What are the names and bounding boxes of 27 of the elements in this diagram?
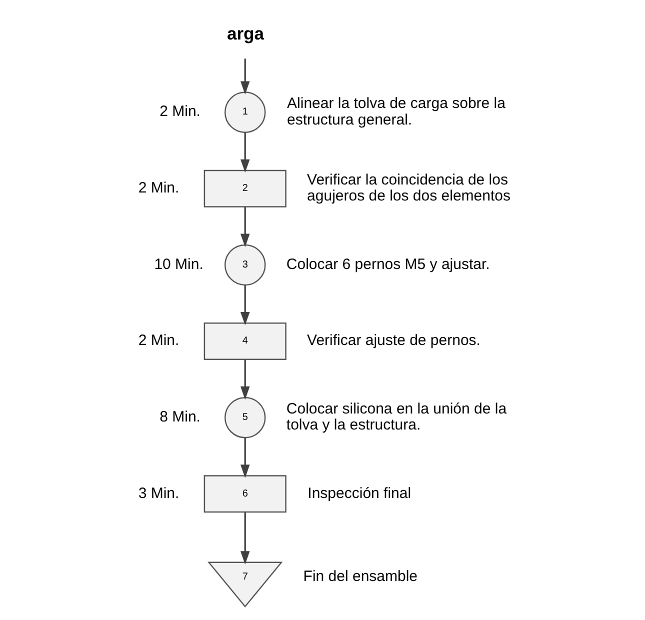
arrow (240, 360, 250, 400)
arrow (240, 512, 250, 564)
arrow (240, 438, 250, 478)
arrow (240, 207, 250, 248)
arrow (240, 285, 250, 326)
node-label: Colocar 6 pernos M5 y ajustar. (286, 256, 490, 273)
node-text: arga (226, 23, 264, 44)
arrow (240, 58, 250, 94)
arrow (240, 132, 250, 173)
node-box: 2 (203, 170, 286, 208)
node-box: 6 (203, 475, 286, 513)
node-label: Inspección final (307, 484, 411, 502)
node-label: 10 Min. (154, 256, 203, 273)
node-label: Verificar ajuste de pernos. (306, 332, 480, 350)
node-circle: 5 (224, 396, 266, 438)
node-label: 2 Min. (138, 180, 179, 197)
node-label: Colocar silicona en la unión de la tolva y la estructura. (286, 400, 506, 434)
node-label: 3 Min. (138, 484, 179, 502)
node-circle: 3 (224, 244, 266, 286)
node-label: Verificar la coincidencia de los agujeros de los dos elementos (306, 171, 510, 205)
node-label: 2 Min. (138, 332, 179, 350)
node-label: 8 Min. (159, 408, 200, 426)
node-label: Alinear la tolva de carga sobre la estructura general. (286, 95, 505, 128)
node-label: 2 Min. (159, 103, 200, 120)
node-label: Fin del ensamble (302, 568, 418, 585)
node-circle: 1 (224, 92, 266, 133)
node-box: 4 (203, 322, 286, 360)
